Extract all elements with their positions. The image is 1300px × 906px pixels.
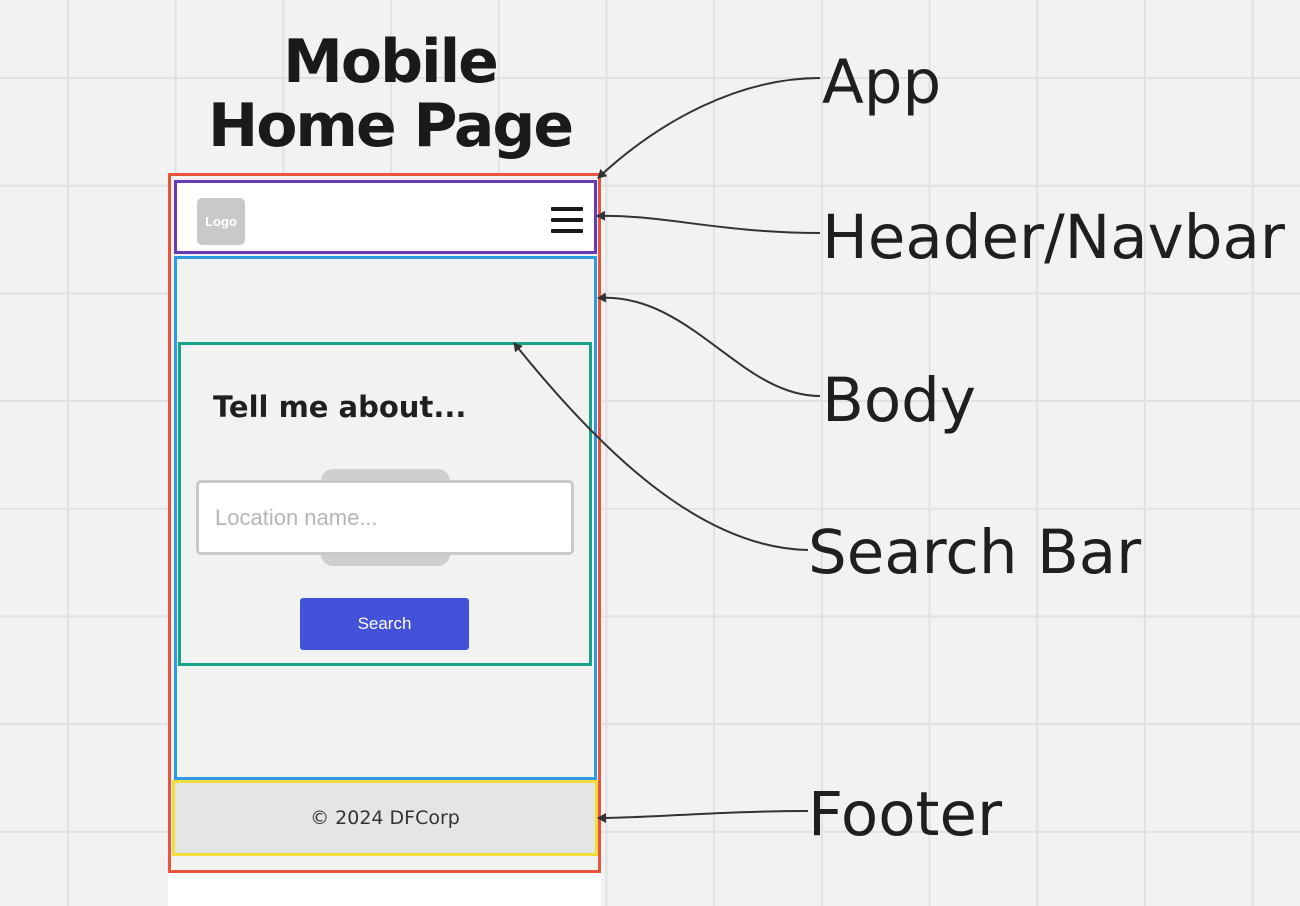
header-arrow [596,210,821,234]
callout-app: App [822,47,942,118]
location-search-input[interactable] [196,480,574,555]
menu-bar [551,218,583,222]
search-prompt: Tell me about... [213,390,467,424]
title-line-1: Mobile [283,27,499,97]
title-line-2: Home Page [207,91,574,161]
menu-bar [551,207,583,211]
body-frame [174,256,597,780]
footer-arrow [597,810,809,823]
callout-body: Body [822,365,976,436]
hamburger-menu-icon[interactable] [551,207,583,237]
diagram-title: Mobile Home Page [170,30,610,158]
body-arrow [597,292,821,397]
search-bar-frame [178,342,592,666]
app-arrow [597,77,821,179]
menu-bar [551,229,583,233]
footer-copyright: © 2024 DFCorp [310,807,460,829]
search-button[interactable]: Search [300,598,469,650]
callout-search-bar: Search Bar [808,517,1142,588]
callout-footer: Footer [808,779,1003,850]
logo[interactable]: Logo [197,198,245,245]
below-strip [168,873,601,906]
search-bar-arrow [513,342,809,551]
callout-header: Header/Navbar [822,202,1285,273]
footer: © 2024 DFCorp [172,780,598,856]
